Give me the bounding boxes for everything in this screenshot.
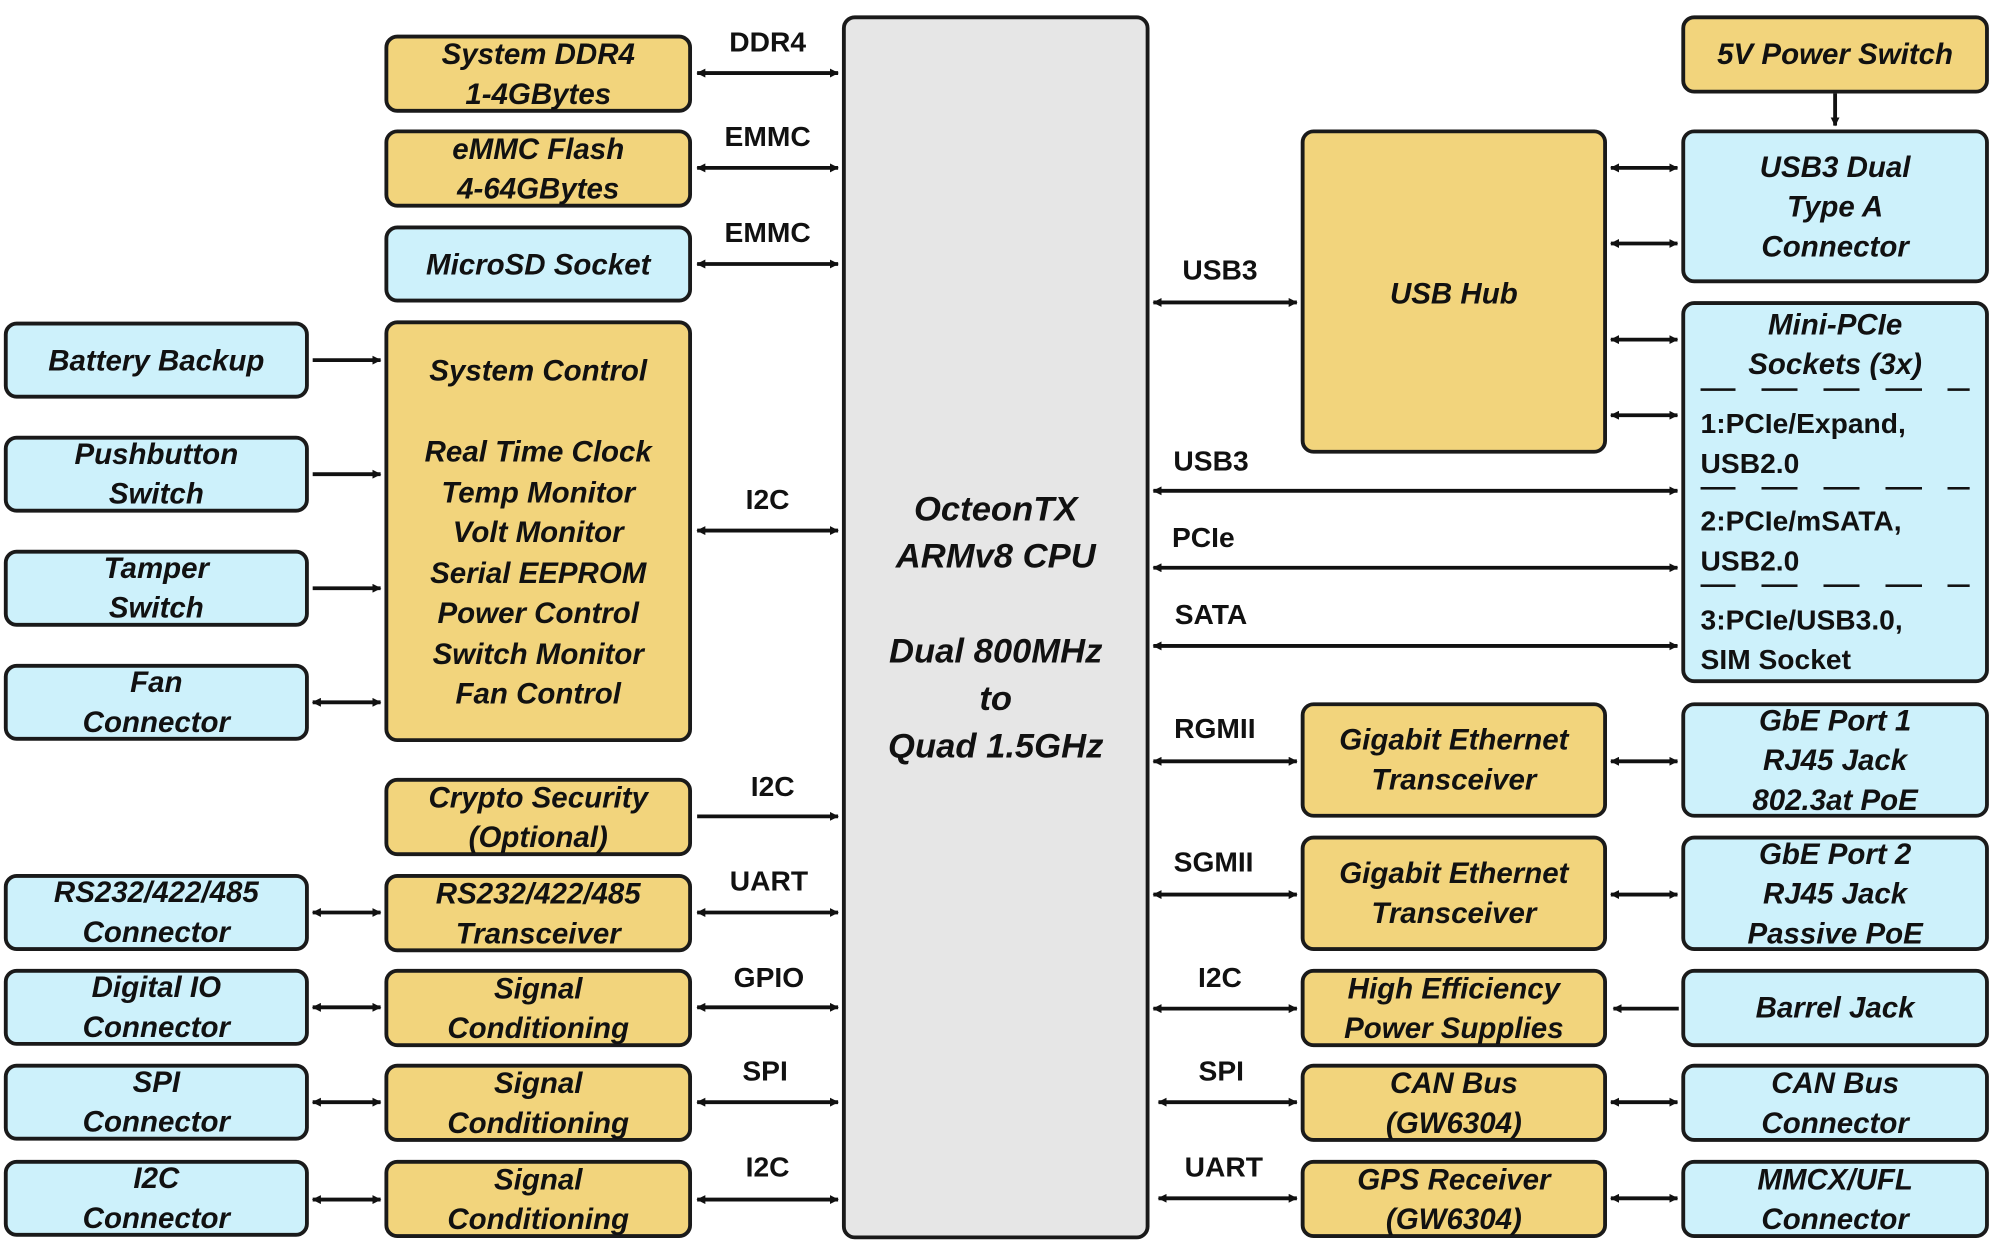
spi-connector-block: SPI Connector [3, 1063, 309, 1141]
crypto-security-label: Crypto Security (Optional) [428, 779, 648, 853]
rs232-connector-block: RS232/422/485 Connector [3, 874, 309, 951]
bus-label-i2c-sys: I2C [745, 483, 790, 516]
mini-pcie-sockets-block: Mini-PCIe Sockets (3x) 1:PCIe/Expand, US… [1681, 301, 1989, 684]
bus-label-uart-right: UART [1184, 1150, 1263, 1183]
battery-backup-label: Battery Backup [48, 342, 265, 377]
system-control-label: System Control Real Time Clock Temp Moni… [424, 353, 652, 711]
gbe-port-2-label: GbE Port 2 RJ45 Jack Passive PoE [1747, 836, 1923, 950]
mmcx-ufl-connector-block: MMCX/UFL Connector [1681, 1159, 1989, 1239]
usb3-dual-connector-label: USB3 Dual Type A Connector [1759, 149, 1911, 263]
digital-io-connector-label: Digital IO Connector [82, 970, 231, 1044]
bus-label-rgmii: RGMII [1174, 712, 1256, 745]
power-switch-label: 5V Power Switch [1717, 37, 1954, 71]
emmc-flash-label: eMMC Flash 4-64GBytes [452, 131, 625, 205]
battery-backup-block: Battery Backup [3, 321, 309, 399]
mini-pcie-socket-3: 3:PCIe/USB3.0, SIM Socket [1700, 603, 1903, 676]
pushbutton-switch-label: Pushbutton Switch [74, 437, 239, 511]
bus-label-sata: SATA [1174, 598, 1248, 631]
ddr4-label: System DDR4 1-4GBytes [441, 36, 635, 110]
tamper-switch-label: Tamper Switch [103, 551, 210, 625]
gbe-port-1-label: GbE Port 1 RJ45 Jack 802.3at PoE [1752, 702, 1918, 816]
power-switch-block: 5V Power Switch [1681, 15, 1989, 94]
ddr4-block: System DDR4 1-4GBytes [384, 34, 693, 113]
mmcx-ufl-connector-label: MMCX/UFL Connector [1757, 1161, 1913, 1235]
gbe-port-1-block: GbE Port 1 RJ45 Jack 802.3at PoE [1681, 702, 1989, 818]
i2c-connector-block: I2C Connector [3, 1159, 309, 1237]
cpu-block: OcteonTX ARMv8 CPU Dual 800MHz to Quad 1… [841, 15, 1150, 1240]
microsd-socket-label: MicroSD Socket [426, 246, 651, 281]
signal-conditioning-gpio-label: Signal Conditioning [447, 970, 630, 1044]
mini-pcie-divider-1 [1700, 384, 1970, 403]
mini-pcie-divider-2 [1700, 483, 1970, 502]
bus-label-usb3-hub: USB3 [1182, 253, 1258, 286]
signal-conditioning-spi-label: Signal Conditioning [447, 1065, 630, 1139]
microsd-socket-block: MicroSD Socket [384, 225, 693, 303]
can-bus-connector-label: CAN Bus Connector [1761, 1065, 1909, 1139]
bus-label-i2c-crypto: I2C [750, 770, 795, 803]
signal-conditioning-i2c-label: Signal Conditioning [447, 1161, 630, 1235]
system-control-block: System Control Real Time Clock Temp Moni… [384, 320, 693, 743]
fan-connector-block: Fan Connector [3, 663, 309, 741]
bus-label-i2c-left: I2C [745, 1150, 790, 1183]
usb3-dual-connector-block: USB3 Dual Type A Connector [1681, 129, 1989, 284]
mini-pcie-divider-3 [1700, 581, 1970, 600]
crypto-security-block: Crypto Security (Optional) [384, 777, 693, 857]
barrel-jack-block: Barrel Jack [1681, 968, 1989, 1048]
rs232-transceiver-block: RS232/422/485 Transceiver [384, 874, 693, 953]
bus-label-ddr4: DDR4 [729, 25, 807, 58]
gigabit-ethernet-1-label: Gigabit Ethernet Transceiver [1339, 722, 1569, 796]
tamper-switch-block: Tamper Switch [3, 549, 309, 627]
pushbutton-switch-block: Pushbutton Switch [3, 435, 309, 513]
gigabit-ethernet-2-block: Gigabit Ethernet Transceiver [1300, 835, 1608, 951]
bus-label-i2c-right: I2C [1198, 961, 1242, 994]
bus-label-spi-left: SPI [742, 1054, 788, 1087]
signal-conditioning-gpio-block: Signal Conditioning [384, 968, 693, 1048]
gps-receiver-block: GPS Receiver (GW6304) [1300, 1159, 1608, 1239]
fan-connector-label: Fan Connector [82, 665, 231, 739]
gps-receiver-label: GPS Receiver (GW6304) [1357, 1161, 1551, 1235]
spi-connector-label: SPI Connector [82, 1065, 231, 1139]
can-bus-label: CAN Bus (GW6304) [1385, 1065, 1522, 1139]
bus-label-spi-right: SPI [1198, 1054, 1244, 1087]
mini-pcie-title: Mini-PCIe Sockets (3x) [1748, 307, 1922, 381]
digital-io-connector-block: Digital IO Connector [3, 968, 309, 1046]
bus-label-uart-left: UART [729, 865, 809, 898]
mini-pcie-socket-2: 2:PCIe/mSATA, USB2.0 [1700, 505, 1902, 578]
usb-hub-label: USB Hub [1389, 276, 1518, 311]
bus-label-gpio: GPIO [733, 961, 805, 994]
mini-pcie-socket-1: 1:PCIe/Expand, USB2.0 [1700, 407, 1906, 479]
can-bus-connector-block: CAN Bus Connector [1681, 1063, 1989, 1142]
gbe-port-2-block: GbE Port 2 RJ45 Jack Passive PoE [1681, 835, 1989, 951]
signal-conditioning-i2c-block: Signal Conditioning [384, 1159, 693, 1239]
emmc-flash-block: eMMC Flash 4-64GBytes [384, 129, 693, 208]
barrel-jack-label: Barrel Jack [1755, 990, 1915, 1024]
bus-label-emmc-1: EMMC [724, 120, 811, 153]
bus-label-emmc-2: EMMC [724, 216, 811, 249]
power-supplies-label: High Efficiency Power Supplies [1344, 970, 1564, 1044]
bus-label-pcie: PCIe [1171, 521, 1235, 554]
bus-label-usb3-direct: USB3 [1173, 444, 1249, 477]
gigabit-ethernet-2-label: Gigabit Ethernet Transceiver [1339, 856, 1569, 930]
rs232-connector-label: RS232/422/485 Connector [53, 875, 259, 949]
usb-hub-block: USB Hub [1300, 129, 1608, 454]
cpu-label: OcteonTX ARMv8 CPU Dual 800MHz to Quad 1… [888, 488, 1104, 765]
i2c-connector-label: I2C Connector [82, 1161, 231, 1235]
gigabit-ethernet-1-block: Gigabit Ethernet Transceiver [1300, 702, 1608, 818]
signal-conditioning-spi-block: Signal Conditioning [384, 1063, 693, 1142]
can-bus-block: CAN Bus (GW6304) [1300, 1063, 1608, 1142]
rs232-transceiver-label: RS232/422/485 Transceiver [435, 875, 641, 950]
bus-label-sgmii: SGMII [1173, 845, 1254, 878]
power-supplies-block: High Efficiency Power Supplies [1300, 968, 1608, 1048]
